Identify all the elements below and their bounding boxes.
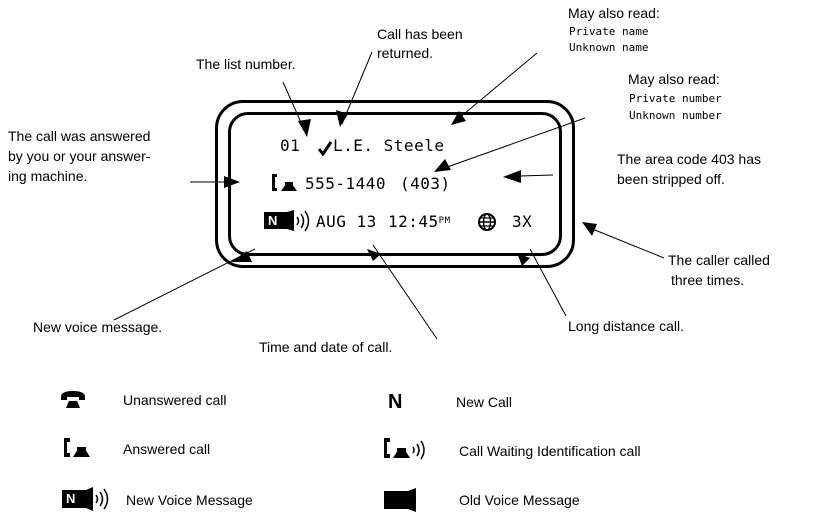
legend-unanswered: Unanswered call bbox=[123, 392, 227, 408]
pointer-long-distance bbox=[529, 248, 567, 317]
new-voice-message-icon: N bbox=[264, 210, 314, 232]
answered-call-legend-icon bbox=[64, 438, 90, 457]
label-number-alt-2: Unknown number bbox=[629, 109, 722, 122]
old-voice-message-icon bbox=[384, 488, 416, 512]
legend-answered: Answered call bbox=[123, 441, 211, 457]
label-returned-2: returned. bbox=[377, 45, 434, 61]
lcd-inner-frame bbox=[228, 112, 562, 256]
lcd-time-value: 12:45 bbox=[388, 212, 439, 231]
lcd-call-count: 3X bbox=[512, 212, 533, 231]
call-waiting-id-icon bbox=[384, 438, 425, 460]
lcd-phone-number: 555-1440 bbox=[305, 174, 387, 193]
arrow-area-code bbox=[503, 170, 521, 183]
label-called-times-1: The caller called bbox=[668, 252, 770, 268]
label-time-date: Time and date of call. bbox=[259, 339, 393, 355]
label-long-distance: Long distance call. bbox=[568, 318, 684, 334]
label-new-voice: New voice message. bbox=[33, 319, 163, 335]
lcd-date: AUG 13 bbox=[316, 212, 377, 231]
label-list-number: The list number. bbox=[196, 56, 296, 72]
pointer-time-date bbox=[372, 244, 438, 340]
lcd-time: 12:45PM bbox=[388, 212, 451, 232]
label-area-code-1: The area code 403 has bbox=[617, 151, 761, 167]
arrow-long-distance bbox=[517, 253, 530, 266]
checkmark-icon bbox=[317, 141, 333, 156]
label-answered-3: ing machine. bbox=[8, 168, 88, 184]
lcd-outer-frame bbox=[215, 100, 575, 268]
arrow-number bbox=[434, 159, 451, 172]
arrow-called-times bbox=[582, 222, 597, 236]
new-voice-badge: N bbox=[268, 213, 278, 228]
label-called-times-2: three times. bbox=[671, 272, 745, 288]
new-voice-legend-badge: N bbox=[66, 491, 76, 506]
legend-new-call: New Call bbox=[456, 394, 513, 410]
lcd-area-code: (403) bbox=[400, 174, 451, 193]
new-voice-message-legend-icon: N bbox=[62, 487, 114, 511]
arrow-list-number bbox=[298, 119, 311, 137]
pointer-area-code bbox=[519, 174, 554, 177]
label-number-alt-1: Private number bbox=[629, 92, 722, 105]
lcd-caller-name: L.E. Steele bbox=[333, 136, 445, 155]
unanswered-call-icon bbox=[61, 391, 85, 408]
new-call-symbol: N bbox=[388, 391, 403, 413]
legend-cwid: Call Waiting Identification call bbox=[459, 443, 641, 459]
globe-icon bbox=[478, 213, 496, 231]
label-number-alt-heading: May also read: bbox=[628, 71, 720, 87]
lcd-ampm: PM bbox=[438, 216, 451, 226]
legend-old-voice: Old Voice Message bbox=[459, 492, 580, 508]
legend-new-voice: New Voice Message bbox=[126, 492, 253, 508]
label-answered-2: by you or your answer- bbox=[8, 148, 151, 164]
lcd-list-number: 01 bbox=[280, 136, 301, 155]
label-answered-1: The call was answered bbox=[8, 128, 151, 144]
arrow-name bbox=[451, 111, 466, 125]
label-name-alt-heading: May also read: bbox=[568, 5, 660, 21]
label-area-code-2: been stripped off. bbox=[617, 171, 725, 187]
label-returned-1: Call has been bbox=[377, 26, 463, 42]
pointer-called-times bbox=[589, 227, 665, 259]
answered-call-icon bbox=[272, 174, 297, 191]
label-name-alt-2: Unknown name bbox=[569, 41, 649, 54]
label-name-alt-1: Private name bbox=[569, 25, 649, 38]
